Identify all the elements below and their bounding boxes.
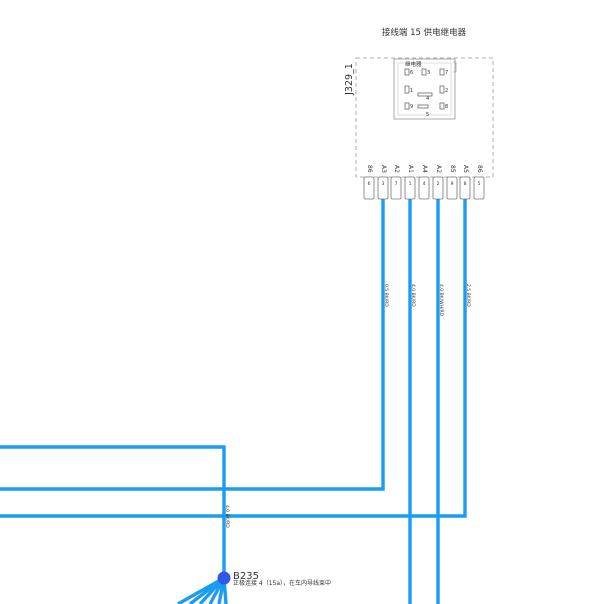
socket-pin-number: 7 [445, 70, 448, 76]
wires [0, 198, 467, 604]
relay-id: J329_1 [344, 63, 355, 96]
relay-pin: 85 9 [446, 165, 458, 200]
relay-pin: A5 8 [459, 165, 471, 200]
pin-number: 2 [437, 181, 440, 187]
pin-number: 5 [478, 181, 481, 187]
pin-number: 6 [368, 181, 371, 187]
pin-label: 86 [476, 165, 483, 173]
socket-pin-number: 6 [410, 70, 413, 76]
wire-label-3: 4.0 BK/WH/RD [438, 284, 444, 317]
wire-1[interactable] [0, 198, 385, 491]
pin-terminal[interactable] [377, 176, 389, 200]
pin-terminal[interactable] [404, 176, 416, 200]
wire-label-2: 4.0 BK/RD [410, 284, 416, 307]
pin-label: A4 [421, 165, 428, 173]
relay-pins: 86 6 A3 3 A2 7 A1 1 A4 4 A2 2 85 9 A5 8 86 5 [363, 165, 485, 200]
relay-pin: 86 5 [473, 165, 485, 200]
socket-slot [417, 104, 429, 109]
pin-number: 9 [451, 181, 454, 187]
wire-label-1: 0.5 BK/RD [383, 284, 389, 307]
pin-label: A2 [435, 165, 442, 173]
wire-label-5: 4.0 BK/RD [224, 505, 230, 528]
pin-terminal[interactable] [446, 176, 458, 200]
pin-number: 4 [423, 181, 426, 187]
socket-slot [417, 92, 433, 97]
pin-terminal[interactable] [473, 176, 485, 200]
pin-label: A2 [393, 165, 400, 173]
relay-title: 接线端 15 供电继电器 [382, 27, 467, 38]
splice-id: B235 [233, 571, 259, 582]
socket-slot [439, 102, 445, 110]
wire-label-4: 2.5 BK/RD [465, 284, 471, 307]
pin-number: 8 [464, 181, 467, 187]
socket-slots: 6 3 7 1 4 2 9 8 5 [404, 68, 448, 118]
relay-pin: A1 1 [404, 165, 416, 200]
pin-label: 85 [449, 165, 456, 173]
wire-fan [177, 576, 228, 604]
socket-pin-number: 8 [445, 104, 448, 110]
pin-terminal[interactable] [363, 176, 375, 200]
wire-4[interactable] [0, 198, 467, 518]
wire-5[interactable] [0, 445, 226, 578]
socket-slot [439, 68, 445, 76]
socket-pin-number: 3 [427, 70, 430, 76]
socket-slot [404, 102, 410, 110]
pin-number: 1 [409, 181, 412, 187]
socket-label: 继电器 [405, 60, 422, 68]
socket-slot [421, 68, 427, 76]
socket-pin-number: 5 [426, 112, 429, 118]
pin-terminal[interactable] [459, 176, 471, 200]
pin-number: 3 [382, 181, 385, 187]
socket-pin-number: 4 [426, 96, 429, 102]
socket-slot [404, 68, 410, 76]
pin-terminal[interactable] [432, 176, 444, 200]
socket-pin-number: 1 [410, 88, 413, 94]
relay-pin: A4 4 [418, 165, 430, 200]
pin-terminal[interactable] [390, 176, 402, 200]
splice-node[interactable] [217, 571, 231, 585]
socket-slot [404, 85, 410, 94]
pin-label: A5 [462, 165, 469, 173]
pin-label: 86 [366, 165, 373, 173]
relay-pin: A2 2 [432, 165, 444, 200]
socket-pin-number: 2 [445, 88, 448, 94]
relay-pin: 86 6 [363, 165, 375, 200]
splice-description: 正极连接 4（15a），在车内导线束中 [233, 579, 331, 587]
socket-pin-number: 9 [410, 104, 413, 110]
relay-pin: A3 3 [377, 165, 389, 200]
relay-pin: A2 7 [390, 165, 402, 200]
pin-terminal[interactable] [418, 176, 430, 200]
pin-label: A1 [407, 165, 414, 173]
pin-label: A3 [380, 165, 387, 173]
pin-number: 7 [395, 181, 398, 187]
socket-slot [439, 85, 445, 94]
